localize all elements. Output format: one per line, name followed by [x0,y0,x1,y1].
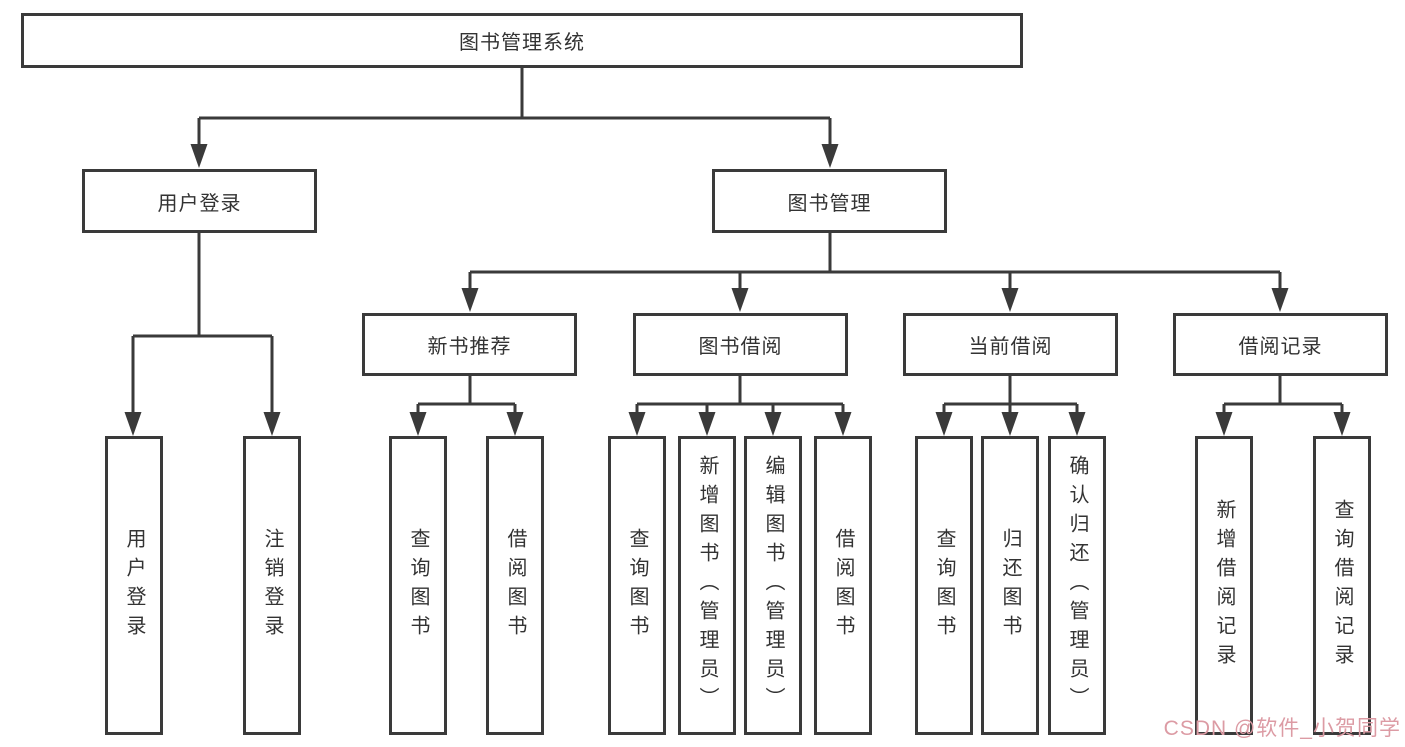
leaf-borrow-books: 借阅图书 [814,436,872,735]
leaf-query-borrow-record-label: 查询借阅记录 [1331,498,1353,673]
node-current-borrowing: 当前借阅 [903,313,1118,376]
leaf-borrow-books-recommend: 借阅图书 [486,436,544,735]
leaf-user-login-label: 用户登录 [123,527,145,644]
node-system-root: 图书管理系统 [21,13,1023,68]
leaf-query-books-current: 查询图书 [915,436,973,735]
leaf-logout-login-label: 注销登录 [261,527,283,644]
leaf-user-login: 用户登录 [105,436,163,735]
leaf-borrow-books-label: 借阅图书 [832,527,854,644]
leaf-query-books-borrowing-label: 查询图书 [626,527,648,644]
leaf-edit-books-admin-label: 编辑图书（管理员） [762,455,784,716]
leaf-query-books-current-label: 查询图书 [933,527,955,644]
leaf-return-books: 归还图书 [981,436,1039,735]
leaf-query-books-recommend: 查询图书 [389,436,447,735]
leaf-borrow-books-recommend-label: 借阅图书 [504,527,526,644]
leaf-query-books-borrowing: 查询图书 [608,436,666,735]
leaf-confirm-return-admin-label: 确认归还（管理员） [1066,455,1088,716]
leaf-query-borrow-record: 查询借阅记录 [1313,436,1371,735]
leaf-add-borrow-record: 新增借阅记录 [1195,436,1253,735]
leaf-query-books-recommend-label: 查询图书 [407,527,429,644]
csdn-watermark: CSDN @软件_小贺同学 [1163,717,1401,740]
node-borrowing-records: 借阅记录 [1173,313,1388,376]
leaf-add-books-admin-label: 新增图书（管理员） [696,455,718,716]
leaf-add-books-admin: 新增图书（管理员） [678,436,736,735]
leaf-logout-login: 注销登录 [243,436,301,735]
leaf-return-books-label: 归还图书 [999,527,1021,644]
leaf-edit-books-admin: 编辑图书（管理员） [744,436,802,735]
leaf-confirm-return-admin: 确认归还（管理员） [1048,436,1106,735]
node-book-borrowing: 图书借阅 [633,313,848,376]
leaf-add-borrow-record-label: 新增借阅记录 [1213,498,1235,673]
node-user-login-branch: 用户登录 [82,169,317,233]
node-new-book-recommend: 新书推荐 [362,313,577,376]
node-book-management-branch: 图书管理 [712,169,947,233]
